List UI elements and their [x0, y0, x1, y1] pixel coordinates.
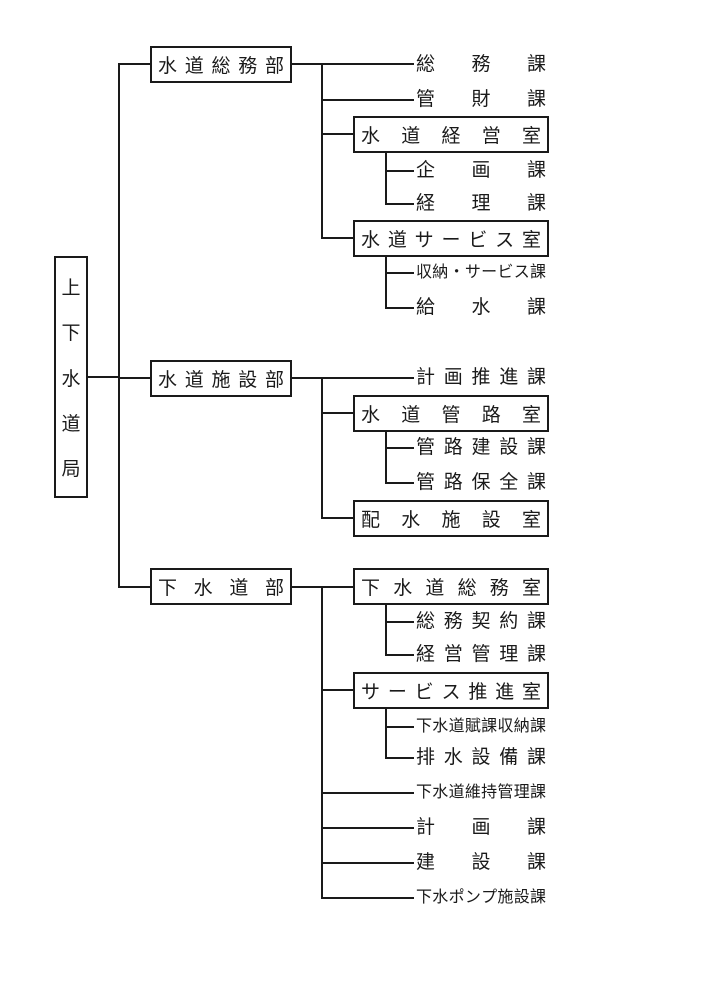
office-label: 水道管路室: [361, 405, 541, 426]
section-label-kikaku-ka: 企画課: [416, 160, 546, 181]
section-label-kanro-kensetsu-ka: 管路建設課: [416, 437, 546, 458]
connector-line: [321, 63, 414, 65]
connector-line: [385, 203, 414, 205]
office-label: 水道サービス室: [361, 230, 541, 251]
connector-line: [321, 689, 353, 691]
office-box-haisui-shisetsu-shitsu: 配水施設室: [353, 500, 549, 537]
connector-line: [118, 586, 150, 588]
office-box-suido-keiei-shitsu: 水道経営室: [353, 116, 549, 153]
section-label-gesuido-fuka-shuno-ka: 下水道賦課収納課: [416, 718, 546, 735]
dept-label: 下水道部: [158, 578, 284, 599]
office-label: 水道経営室: [361, 126, 541, 147]
section-label-keikaku-ka: 計画課: [416, 817, 546, 838]
root-box-jogesuido-kyoku: 上下水道局: [54, 256, 88, 498]
section-label-kensetsu-ka: 建設課: [416, 852, 546, 873]
connector-line: [321, 792, 414, 794]
root-label: 上下水道局: [61, 278, 81, 480]
connector-line: [321, 377, 414, 379]
section-label-keikaku-suishin-ka: 計画推進課: [416, 367, 546, 388]
connector-line: [385, 431, 387, 484]
section-label-haisui-setsubi-ka: 排水設備課: [416, 747, 546, 768]
office-label: サービス推進室: [361, 682, 541, 703]
connector-line: [118, 63, 150, 65]
connector-line: [385, 726, 414, 728]
connector-line: [385, 307, 414, 309]
office-label: 配水施設室: [361, 510, 541, 531]
section-label-gesuido-iji-kanri-ka: 下水道維持管理課: [416, 784, 546, 801]
connector-line: [385, 654, 414, 656]
connector-line: [321, 63, 323, 239]
connector-line: [321, 862, 414, 864]
connector-line: [385, 152, 387, 205]
connector-line: [321, 827, 414, 829]
connector-line: [385, 256, 387, 309]
connector-line: [118, 63, 120, 588]
section-label-kanro-hozen-ka: 管路保全課: [416, 472, 546, 493]
connector-line: [118, 377, 150, 379]
connector-line: [292, 377, 322, 379]
connector-line: [321, 133, 353, 135]
connector-line: [321, 99, 414, 101]
connector-line: [321, 897, 414, 899]
connector-line: [321, 412, 353, 414]
office-box-suido-kanro-shitsu: 水道管路室: [353, 395, 549, 432]
dept-box-gesuido-bu: 下水道部: [150, 568, 292, 605]
section-label-keiri-ka: 経理課: [416, 193, 546, 214]
connector-line: [385, 170, 414, 172]
section-label-kanzai-ka: 管財課: [416, 89, 546, 110]
connector-line: [385, 272, 414, 274]
connector-line: [385, 757, 414, 759]
section-label-shuno-service-ka: 収納・サービス課: [416, 264, 546, 281]
connector-line: [88, 376, 118, 378]
connector-line: [321, 586, 353, 588]
connector-line: [385, 482, 414, 484]
connector-line: [385, 621, 414, 623]
section-label-somu-keiyaku-ka: 総務契約課: [416, 611, 546, 632]
connector-line: [321, 237, 353, 239]
section-label-keiei-kanri-ka: 経営管理課: [416, 644, 546, 665]
connector-line: [321, 377, 323, 519]
dept-box-suido-somu-bu: 水道総務部: [150, 46, 292, 83]
section-label-kyusui-ka: 給水課: [416, 297, 546, 318]
dept-label: 水道総務部: [158, 56, 284, 77]
connector-line: [385, 447, 414, 449]
section-label-somu-ka: 総務課: [416, 54, 546, 75]
connector-line: [385, 605, 387, 656]
office-box-gesuido-somu-shitsu: 下水道総務室: [353, 568, 549, 605]
office-label: 下水道総務室: [361, 578, 541, 599]
dept-box-suido-shisetsu-bu: 水道施設部: [150, 360, 292, 397]
connector-line: [321, 517, 353, 519]
connector-line: [292, 63, 322, 65]
office-box-suido-service-shitsu: 水道サービス室: [353, 220, 549, 257]
connector-line: [385, 709, 387, 759]
section-label-gesui-pump-shisetsu-ka: 下水ポンプ施設課: [416, 889, 546, 906]
connector-line: [292, 586, 322, 588]
office-box-service-suishin-shitsu: サービス推進室: [353, 672, 549, 709]
dept-label: 水道施設部: [158, 370, 284, 391]
connector-line: [321, 586, 323, 899]
